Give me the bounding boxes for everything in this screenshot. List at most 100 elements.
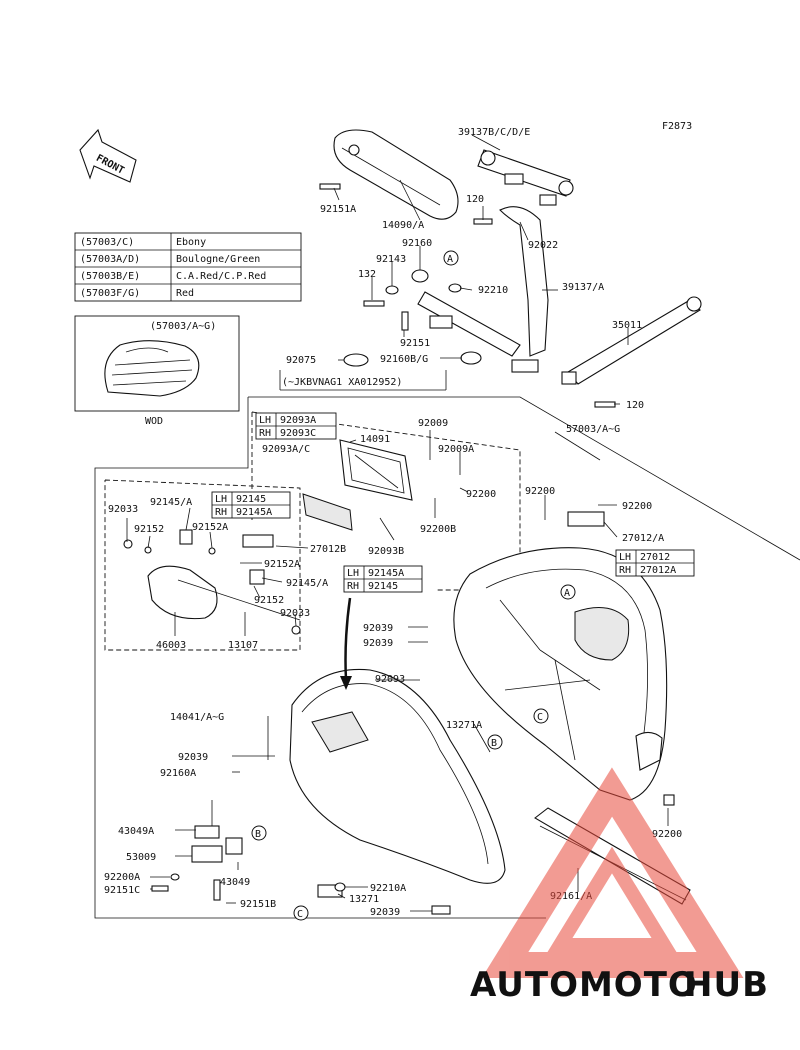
callout-c: C (533, 708, 549, 724)
side-table: LH 92093A RH 92093C (255, 412, 337, 440)
part-number-label: 120 (626, 400, 644, 411)
part-number-label: 92152A (192, 522, 228, 533)
part-number-label: 92033 (280, 608, 310, 619)
svg-text:RH: RH (215, 507, 227, 518)
svg-text:92145A: 92145A (368, 568, 404, 579)
part-number-label: 92009 (418, 418, 448, 429)
part-number-label: 92210A (370, 883, 406, 894)
part-number-label: 92093B (368, 546, 404, 557)
part-number-label: 46003 (156, 640, 186, 651)
part-number-label: 92200 (652, 829, 682, 840)
side-table: LH 92145 RH 92145A (211, 491, 291, 519)
part-number-label: 43049 (220, 877, 250, 888)
upper-bar-part (477, 149, 574, 206)
saddlebag-case-part (453, 511, 668, 801)
part-number-label: 13107 (228, 640, 258, 651)
frame-rail-part (333, 129, 459, 220)
part-number-label: 92151C (104, 885, 140, 896)
svg-text:RH: RH (619, 565, 631, 576)
figure-code: F2873 (662, 121, 692, 132)
svg-text:A: A (564, 588, 570, 599)
part-number-label: 14041/A~G (170, 712, 224, 723)
color-code: (57003B/E) (80, 271, 140, 282)
leader-lines (126, 134, 669, 912)
svg-text:C: C (537, 712, 543, 723)
watermark-logo (481, 767, 744, 978)
part-number-label: 92022 (528, 240, 558, 251)
part-number-label: 120 (466, 194, 484, 205)
watermark-text: AUTOMOTO (470, 965, 698, 1005)
svg-text:92145A: 92145A (236, 507, 272, 518)
part-number-label: 92200A (104, 872, 140, 883)
part-number-label: 92075 (286, 355, 316, 366)
side-table: LH 27012 RH 27012A (615, 549, 695, 577)
part-number-label: 92160B/G (380, 354, 428, 365)
part-number-label: 92151A (320, 204, 356, 215)
part-number-label: 92039 (363, 623, 393, 634)
callout-c: C (293, 905, 309, 921)
serial-note-text: (~JKBVNAG1 XA012952) (282, 377, 402, 388)
color-name: Boulogne/Green (176, 254, 260, 265)
svg-text:92093C: 92093C (280, 428, 316, 439)
part-number-label: 92039 (370, 907, 400, 918)
part-number-label: 92039 (363, 638, 393, 649)
support-bar-part (561, 296, 702, 385)
part-number-label: 92160 (402, 238, 432, 249)
callout-a: A (443, 250, 459, 266)
part-number-label: 92145/A (150, 497, 192, 508)
svg-text:27012A: 27012A (640, 565, 676, 576)
svg-text:A: A (447, 254, 453, 265)
hinge-parts (151, 825, 451, 915)
part-number-label: 92152 (254, 595, 284, 606)
assembly-arrow (340, 676, 352, 690)
part-number-label: 92039 (178, 752, 208, 763)
assembly-outline (94, 397, 546, 919)
color-name: C.A.Red/C.P.Red (176, 271, 266, 282)
svg-text:RH: RH (259, 428, 271, 439)
dashed-group (104, 479, 301, 651)
svg-text:92145: 92145 (368, 581, 398, 592)
inset-title: (57003/A~G) (150, 321, 216, 332)
part-number-label: 92200 (466, 489, 496, 500)
side-table: LH 92145A RH 92145 (343, 565, 423, 593)
color-code: (57003F/G) (80, 288, 140, 299)
part-number-label: 14091 (360, 434, 390, 445)
cover-plate-part (302, 439, 413, 531)
callout-b: B (487, 734, 503, 750)
part-number-label: 27012B (310, 544, 346, 555)
svg-text:C: C (297, 909, 303, 920)
watermark-text: HUB (684, 965, 769, 1005)
part-number-label: 92152A (264, 559, 300, 570)
part-number-label: 39137B/C/D/E (458, 127, 530, 138)
assembly-outline (248, 396, 800, 561)
part-number-label: 92200 (622, 501, 652, 512)
callout-b: B (251, 825, 267, 841)
color-name: Red (176, 288, 194, 299)
svg-text:92093A: 92093A (280, 415, 316, 426)
part-number-label: 92151B (240, 899, 276, 910)
part-number-label: 43049A (118, 826, 154, 837)
svg-text:27012: 27012 (640, 552, 670, 563)
part-number-label: 92210 (478, 285, 508, 296)
part-number-label: 14090/A (382, 220, 424, 231)
part-number-label: 92200B (420, 524, 456, 535)
assembly-arrow (344, 597, 352, 681)
outer-lid-part (289, 668, 506, 884)
color-name: Ebony (176, 237, 206, 248)
part-number-label: 13271A (446, 720, 482, 731)
bracket-part (417, 206, 549, 373)
part-number-label: 92161/A (550, 891, 592, 902)
svg-text:LH: LH (619, 552, 631, 563)
svg-text:RH: RH (347, 581, 359, 592)
part-number-label: 13271 (349, 894, 379, 905)
part-number-label: 39137/A (562, 282, 604, 293)
svg-text:LH: LH (215, 494, 227, 505)
part-number-label: 92145/A (286, 578, 328, 589)
part-number-label: 35011 (612, 320, 642, 331)
part-number-label: 92009A (438, 444, 474, 455)
lid-part (123, 529, 301, 635)
part-number-label: 92151 (400, 338, 430, 349)
